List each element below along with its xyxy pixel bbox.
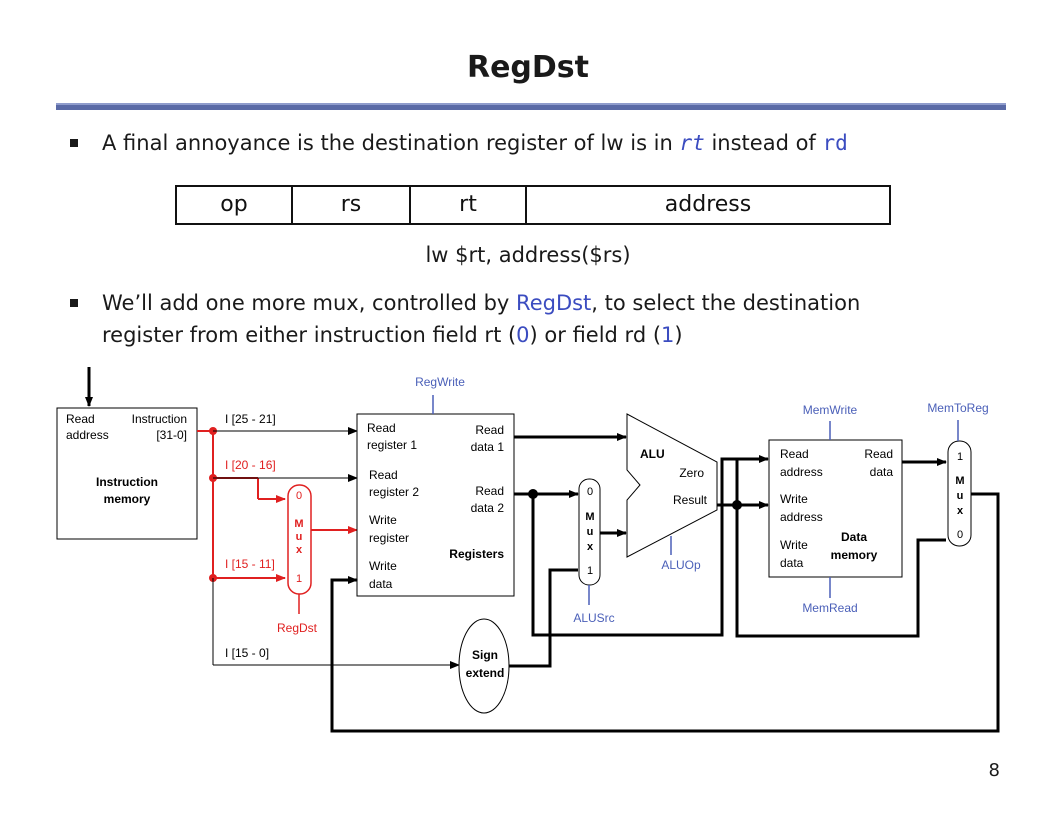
write-back-wire [330, 492, 1000, 733]
rt-highlight: rt [679, 131, 705, 155]
alusrc-mux-top: 0 [587, 486, 593, 498]
bullet-2-line-2: register from either instruction field r… [102, 323, 683, 347]
alusrc-mux: 0 M u x 1 ALUSrc [573, 478, 615, 625]
svg-text:Registers: Registers [449, 547, 504, 561]
svg-text:Read: Read [367, 421, 396, 435]
svg-text:x: x [296, 544, 303, 556]
svg-text:address: address [780, 465, 823, 479]
regdst-control-label: RegDst [277, 621, 318, 635]
svg-text:data 1: data 1 [471, 440, 505, 454]
im-name-line-2: memory [104, 492, 151, 506]
im-instruction-label: Instruction [132, 412, 187, 426]
field-rt-label: I [20 - 16] [225, 458, 276, 472]
memwrite-control-label: MemWrite [803, 403, 858, 417]
svg-text:data: data [369, 577, 393, 591]
alu-result-label: Result [673, 493, 708, 507]
svg-text:register: register [369, 531, 409, 545]
svg-text:Write: Write [780, 538, 808, 552]
svg-text:data 2: data 2 [471, 501, 505, 515]
regdst-mux-bottom: 1 [296, 573, 302, 585]
aluop-control-label: ALUOp [661, 558, 701, 572]
memtoreg-mux: 1 M u x 0 MemToReg [927, 401, 989, 547]
field-imm-label: I [15 - 0] [225, 646, 269, 660]
regwrite-control-label: RegWrite [415, 375, 465, 389]
svg-text:Read: Read [780, 447, 809, 461]
svg-text:Write: Write [369, 513, 397, 527]
svg-text:Data: Data [841, 530, 867, 544]
format-caption: lw $rt, address($rs) [425, 243, 631, 267]
alu: ALU Zero Result ALUOp [626, 413, 718, 572]
alusrc-mux-bottom: 1 [587, 565, 593, 577]
svg-text:u: u [587, 526, 594, 538]
svg-text:memory: memory [831, 548, 878, 562]
bullet-square-icon [70, 139, 78, 147]
alu-bypass-wire [735, 505, 946, 638]
field-rt: rt [411, 187, 527, 223]
bullet-2-line-1: We’ll add one more mux, controlled by Re… [102, 291, 861, 315]
field-rs: rs [293, 187, 411, 223]
svg-text:register 1: register 1 [367, 438, 417, 452]
svg-text:data: data [870, 465, 894, 479]
svg-text:Read: Read [369, 468, 398, 482]
alu-name: ALU [640, 447, 665, 461]
im-address-label: address [66, 428, 109, 442]
instruction-format: op rs rt address [175, 185, 891, 225]
memtoreg-control-label: MemToReg [927, 401, 988, 415]
field-rd-label: I [15 - 11] [225, 557, 275, 571]
regdst-highlight: RegDst [516, 291, 592, 315]
svg-text:Sign: Sign [472, 648, 498, 662]
bullet-1-text: A final annoyance is the destination reg… [102, 131, 848, 155]
svg-text:Read: Read [864, 447, 893, 461]
field-op: op [177, 187, 293, 223]
memread-control-label: MemRead [802, 601, 857, 615]
svg-text:u: u [957, 490, 964, 502]
data-memory: MemWrite MemRead Read address Write addr… [768, 403, 903, 615]
instruction-memory: Read address Instruction [31-0] Instruct… [56, 407, 198, 540]
svg-text:address: address [780, 510, 823, 524]
page-number: 8 [988, 760, 1000, 781]
svg-text:M: M [585, 511, 594, 523]
title-divider [56, 103, 1006, 110]
svg-text:Write: Write [780, 492, 808, 506]
svg-text:extend: extend [466, 666, 505, 680]
svg-text:Read: Read [475, 423, 504, 437]
memtoreg-mux-top: 1 [957, 451, 963, 463]
memtoreg-mux-bottom: 0 [957, 529, 963, 541]
rd-highlight: rd [822, 131, 848, 155]
field-address: address [664, 192, 752, 217]
im-read-label: Read [66, 412, 95, 426]
svg-text:u: u [296, 531, 303, 543]
svg-text:data: data [780, 556, 804, 570]
sign-extend-out-wire [509, 568, 578, 668]
alu-zero-label: Zero [679, 466, 704, 480]
regdst-mux-top: 0 [296, 490, 302, 502]
sign-extend-unit: Sign extend [458, 618, 510, 714]
im-bits-label: [31-0] [156, 428, 187, 442]
bullet-square-icon [70, 299, 78, 307]
svg-text:x: x [957, 505, 964, 517]
svg-text:M: M [955, 475, 964, 487]
svg-text:register 2: register 2 [369, 485, 419, 499]
alusrc-control-label: ALUSrc [573, 611, 614, 625]
register-file: RegWrite Read register 1 Read register 2… [356, 375, 515, 597]
svg-text:Write: Write [369, 559, 397, 573]
regdst-mux: 0 M u x 1 RegDst [277, 484, 318, 635]
im-name-line-1: Instruction [96, 475, 158, 489]
page-title: RegDst [466, 50, 590, 85]
svg-text:x: x [587, 541, 594, 553]
svg-text:M: M [294, 518, 303, 530]
svg-text:Read: Read [475, 484, 504, 498]
field-rs-label: I [25 - 21] [225, 412, 276, 426]
